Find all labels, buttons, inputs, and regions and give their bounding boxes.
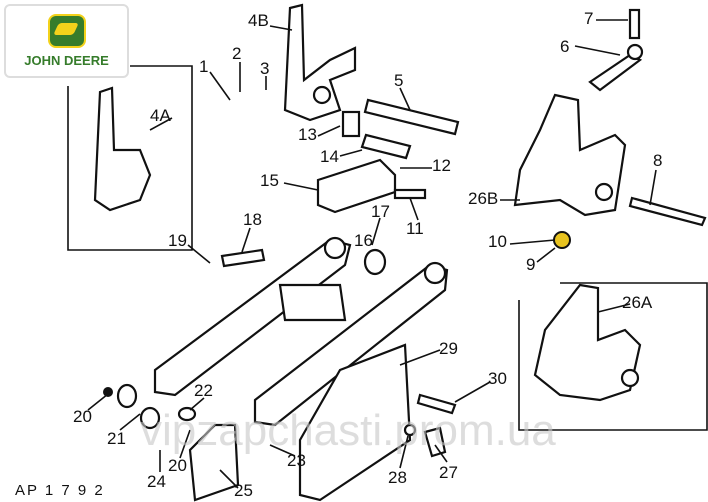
callout-29: 29 <box>439 339 458 358</box>
callout-26a: 26A <box>622 293 653 312</box>
callout-19: 19 <box>168 231 187 250</box>
callout-17: 17 <box>371 202 390 221</box>
bolt-27 <box>423 426 447 458</box>
callout-12: 12 <box>432 156 451 175</box>
callout-1: 1 <box>199 57 208 76</box>
callout-6: 6 <box>560 37 569 56</box>
callout-26b: 26B <box>468 189 498 208</box>
frame-hole-right <box>423 261 447 285</box>
bolt-7 <box>628 8 641 40</box>
callout-8: 8 <box>653 151 662 170</box>
bolt-11 <box>393 188 427 200</box>
bracket-26b <box>513 93 627 217</box>
inset-26a-frame <box>518 282 708 431</box>
callout-14: 14 <box>320 147 339 166</box>
bolt-30 <box>416 393 457 415</box>
pin-22 <box>177 406 197 422</box>
washer-28 <box>403 423 417 437</box>
bracket-26a-bushing <box>620 368 640 388</box>
callout-18: 18 <box>243 210 262 229</box>
block-13 <box>341 110 361 138</box>
callout-20-upper: 20 <box>73 407 92 426</box>
callout-23: 23 <box>287 451 306 470</box>
nut-20 <box>103 387 113 397</box>
bracket-4a <box>93 86 152 212</box>
bracket-26a <box>533 283 642 402</box>
eye-bolt-6-ring <box>626 43 644 61</box>
callout-3: 3 <box>260 59 269 78</box>
callout-9: 9 <box>526 255 535 274</box>
callout-30: 30 <box>488 369 507 388</box>
callout-5: 5 <box>394 71 403 90</box>
deer-icon <box>47 14 86 48</box>
callout-16: 16 <box>354 231 373 250</box>
callout-2: 2 <box>232 44 241 63</box>
inset-4a-frame <box>67 65 193 251</box>
callout-11: 11 <box>406 219 424 238</box>
callout-7: 7 <box>584 9 593 28</box>
callout-4b: 4B <box>248 11 269 30</box>
callout-21: 21 <box>107 429 126 448</box>
callout-10: 10 <box>488 232 507 251</box>
bolt-8 <box>628 196 707 227</box>
john-deere-logo: JOHN DEERE <box>4 4 129 78</box>
callout-15: 15 <box>260 171 279 190</box>
callout-27: 27 <box>439 463 458 482</box>
callout-28: 28 <box>388 468 407 487</box>
callout-22: 22 <box>194 381 213 400</box>
bushing-21a <box>116 383 138 409</box>
drawing-code: AP 1 7 9 2 <box>15 482 105 499</box>
frame-hole-left <box>323 236 347 260</box>
bracket-4b <box>283 3 357 122</box>
callout-24: 24 <box>147 472 166 491</box>
callout-25: 25 <box>234 481 253 500</box>
plate-29 <box>298 343 412 502</box>
callout-20-lower: 20 <box>168 456 187 475</box>
brand-name: JOHN DEERE <box>24 53 109 68</box>
leader-lines <box>87 19 657 489</box>
ring-16 <box>363 248 387 276</box>
callout-4a: 4A <box>150 106 171 125</box>
bushing-10 <box>553 231 571 249</box>
eye-bolt-6 <box>588 53 643 92</box>
bracket-26b-bushing <box>594 182 614 202</box>
frame-crossmember <box>278 283 347 322</box>
plate-25 <box>188 423 240 502</box>
watermark: vipzapchasti.prom.ua <box>140 406 556 455</box>
pin-14 <box>360 133 412 160</box>
bushing-21b <box>139 406 161 430</box>
callout-13: 13 <box>298 125 317 144</box>
rod-5 <box>363 98 460 136</box>
bracket-4b-hole <box>312 85 332 105</box>
pin-18 <box>220 248 266 268</box>
